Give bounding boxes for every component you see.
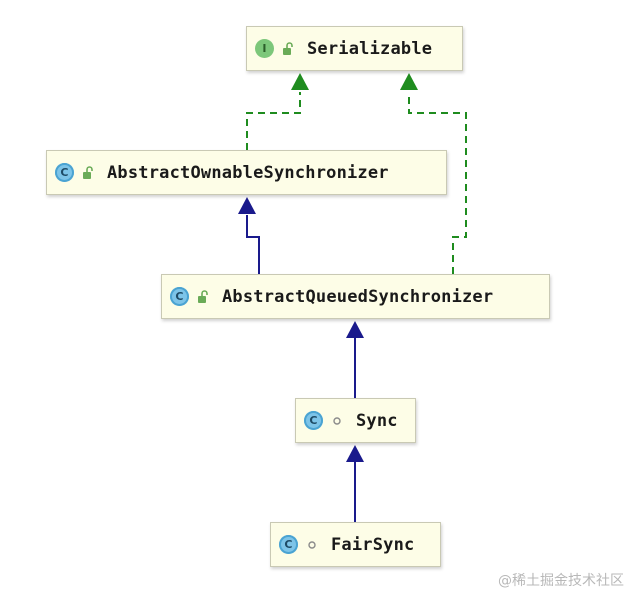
interface-icon: I: [255, 39, 274, 58]
arrowhead-aqs-serializable: [400, 73, 418, 90]
circle-icon: [330, 414, 344, 428]
edge-aqs-implements-serializable: [408, 92, 467, 274]
node-name: AbstractQueuedSynchronizer: [222, 286, 494, 307]
node-name: Serializable: [307, 38, 433, 59]
node-serializable[interactable]: I Serializable: [246, 26, 463, 71]
class-icon: C: [170, 287, 189, 306]
node-sync[interactable]: C Sync: [295, 398, 416, 443]
edge-aqs-extends-aos: [246, 215, 260, 274]
node-name: FairSync: [331, 534, 415, 555]
node-abstract-ownable-synchronizer[interactable]: C AbstractOwnableSynchronizer: [46, 150, 447, 195]
node-name: Sync: [356, 410, 398, 431]
class-icon: C: [279, 535, 298, 554]
node-fairsync[interactable]: C FairSync: [270, 522, 441, 567]
class-icon: C: [304, 411, 323, 430]
circle-icon: [305, 538, 319, 552]
node-name: AbstractOwnableSynchronizer: [107, 162, 389, 183]
node-abstract-queued-synchronizer[interactable]: C AbstractQueuedSynchronizer: [161, 274, 550, 319]
unlock-icon: [196, 289, 210, 304]
unlock-icon: [281, 41, 295, 56]
arrowhead-aos-serializable: [291, 73, 309, 90]
edge-aos-implements-serializable: [246, 92, 301, 150]
watermark: @稀土掘金技术社区: [498, 573, 624, 589]
arrowhead-fairsync-sync: [346, 445, 364, 462]
arrowhead-aqs-aos: [238, 197, 256, 214]
unlock-icon: [81, 165, 95, 180]
arrowhead-sync-aqs: [346, 321, 364, 338]
class-icon: C: [55, 163, 74, 182]
